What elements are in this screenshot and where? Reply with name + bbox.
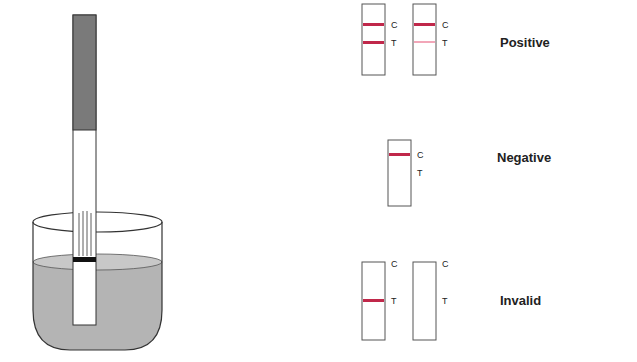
line-letter: C xyxy=(417,151,424,160)
result-strip xyxy=(413,262,436,340)
liquid-surface xyxy=(33,254,162,270)
line-letter: T xyxy=(391,39,397,48)
line-letter: C xyxy=(442,21,449,30)
result-name: Invalid xyxy=(500,294,541,307)
control-line xyxy=(414,23,435,26)
cup-body xyxy=(33,222,162,350)
result-name: Negative xyxy=(497,151,551,164)
result-strip xyxy=(362,4,385,75)
result-strip xyxy=(413,4,436,75)
control-line xyxy=(389,153,410,156)
test-strip xyxy=(73,15,96,325)
line-letter: C xyxy=(391,260,398,269)
test-line xyxy=(363,299,384,302)
line-letter: T xyxy=(442,39,448,48)
wick-lines xyxy=(79,211,91,256)
strip-handle xyxy=(73,15,96,130)
line-letter: T xyxy=(442,297,448,306)
result-strip xyxy=(388,140,411,206)
liquid xyxy=(33,262,162,350)
max-line xyxy=(73,257,96,262)
line-letter: T xyxy=(417,169,423,178)
cup-rim xyxy=(33,212,162,232)
test-line xyxy=(363,41,384,44)
faint-test-line xyxy=(414,41,435,43)
line-letter: C xyxy=(391,21,398,30)
result-strip xyxy=(362,262,385,340)
control-line xyxy=(363,23,384,26)
result-name: Positive xyxy=(500,36,550,49)
line-letter: T xyxy=(391,297,397,306)
line-letter: C xyxy=(442,260,449,269)
